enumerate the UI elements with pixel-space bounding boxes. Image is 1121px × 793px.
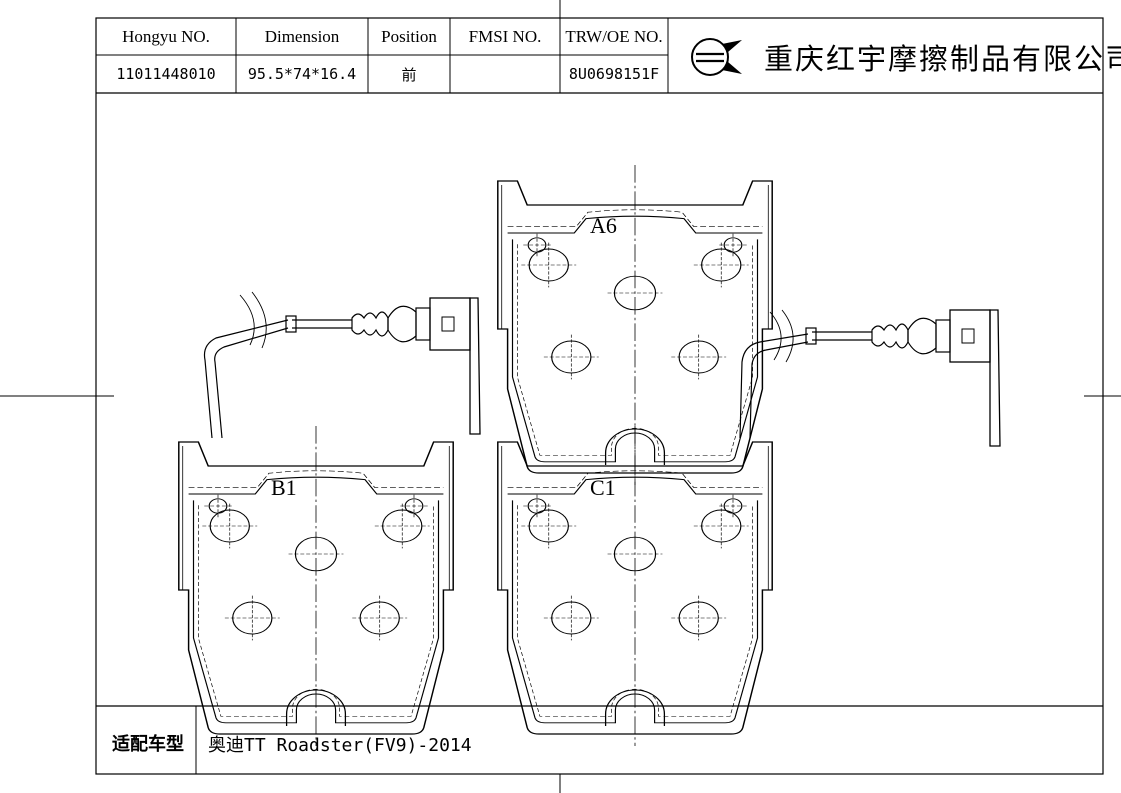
wear-sensor-c1 (739, 309, 1001, 447)
header-trw-oe-no: TRW/OE NO. (565, 26, 663, 46)
header-fmsi-no: FMSI NO. (468, 26, 542, 46)
header-dimension: Dimension (264, 26, 340, 46)
wear-sensor-b1 (203, 291, 481, 439)
value-hongyu-no: 11011448010 (116, 65, 216, 83)
value-dimension: 95.5*74*16.4 (247, 65, 357, 83)
header-hongyu-no: Hongyu NO. (122, 26, 210, 46)
pad-b1-drawing (178, 425, 454, 747)
pad-label-b1: B1 (271, 475, 297, 500)
pad-label-a6: A6 (590, 213, 617, 238)
vehicle-label: 适配车型 (112, 734, 184, 755)
value-fmsi-no (450, 55, 560, 93)
header-position: Position (381, 26, 437, 46)
vehicle-value: 奥迪TT Roadster(FV9)-2014 (208, 735, 472, 756)
value-position: 前 (401, 65, 417, 84)
pad-label-c1: C1 (590, 475, 616, 500)
company-name: 重庆红宇摩擦制品有限公司 (764, 42, 1121, 76)
hongyu-logo-icon (691, 38, 742, 76)
pad-c1-drawing (497, 425, 773, 747)
value-trw-oe-no: 8U0698151F (568, 65, 660, 83)
